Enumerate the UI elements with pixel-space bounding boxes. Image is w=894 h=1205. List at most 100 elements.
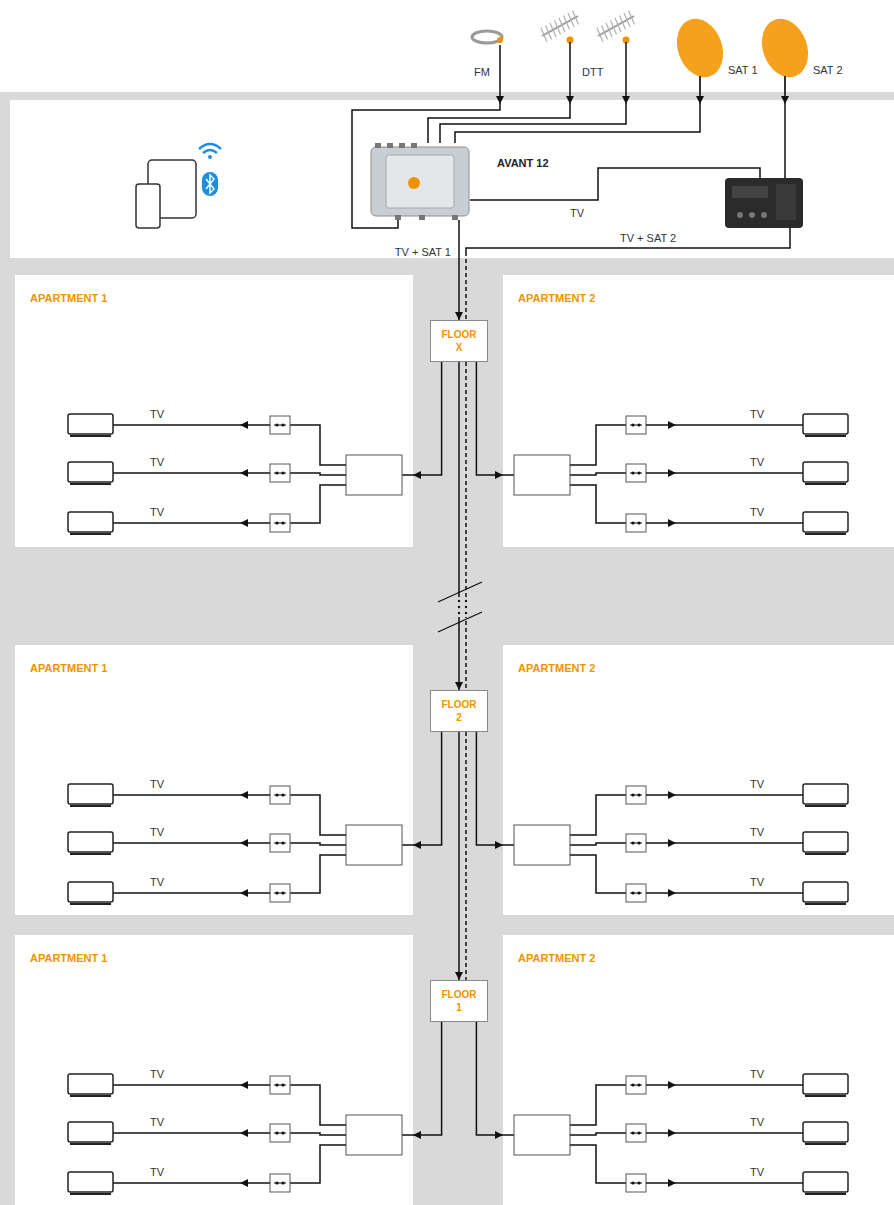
floor-label: FLOOR 2 <box>442 698 477 724</box>
apartment-wiring <box>70 1143 111 1145</box>
signal-label: TV <box>750 778 764 791</box>
multiswitch-device <box>749 212 755 218</box>
multiswitch-device <box>725 178 803 228</box>
apartment-wiring <box>805 1193 846 1195</box>
antenna-cable <box>466 228 790 252</box>
antenna-cable <box>352 42 790 252</box>
device-drawing <box>386 155 454 208</box>
apartment-wiring <box>668 839 676 847</box>
apartment-wiring <box>68 414 113 434</box>
break-mark <box>458 612 460 614</box>
apartment-wiring <box>240 1179 248 1187</box>
signal-label: TV <box>570 207 584 220</box>
dtt-antenna <box>629 11 635 25</box>
apartment-wiring <box>68 1074 413 1194</box>
apartment-wiring <box>70 483 111 485</box>
dtt-antenna <box>624 13 630 27</box>
apartment-wiring <box>570 473 626 475</box>
apartment-wiring <box>346 1115 402 1155</box>
dtt-antenna <box>559 18 565 32</box>
apartment-wiring <box>240 1081 248 1089</box>
apartment-wiring <box>281 471 284 474</box>
apartment-wiring <box>275 1181 278 1184</box>
apartment-wiring <box>803 1122 848 1142</box>
apartment-wiring <box>570 485 626 523</box>
sat-dish <box>784 76 786 95</box>
signal-label: TV <box>150 1116 164 1129</box>
apartment-wiring <box>68 832 113 852</box>
apartment-label: APARTMENT 1 <box>30 952 107 964</box>
apartment-wiring <box>281 521 284 524</box>
apartment-wiring <box>668 791 676 799</box>
apartment-wiring <box>281 1181 284 1184</box>
fm-antenna <box>472 31 502 43</box>
apartment-wiring <box>281 841 284 844</box>
apartment-region <box>15 645 413 915</box>
apartment-box: APARTMENT 2 <box>503 645 894 915</box>
riser-dashed <box>465 252 467 320</box>
apartment-wiring <box>637 1181 640 1184</box>
device-drawing <box>419 215 425 220</box>
headend-device: AVANT 12 <box>370 143 470 220</box>
apartment-wiring <box>668 1129 676 1137</box>
apartment-wiring <box>803 1172 848 1192</box>
apartment-wiring <box>626 514 646 532</box>
apartment-wiring <box>503 474 514 476</box>
dtt-antenna <box>541 11 635 44</box>
signal-label: TV <box>150 1166 164 1179</box>
dtt-antenna <box>568 13 574 27</box>
break-mark <box>465 600 467 602</box>
apartment-wiring <box>805 903 846 905</box>
apartment-box: APARTMENT 1 <box>15 275 413 547</box>
multiswitch-device <box>725 178 803 228</box>
apartment-wiring <box>570 843 626 845</box>
break-mark <box>465 606 467 608</box>
apartment-wiring <box>626 464 646 482</box>
apartment-wiring <box>290 1145 346 1183</box>
break-mark <box>450 597 476 617</box>
apartment-wiring <box>626 1174 646 1192</box>
device-drawing <box>387 143 393 148</box>
signal-cable <box>458 220 460 320</box>
apartment-wiring <box>803 462 848 482</box>
multiswitch-device <box>737 212 743 218</box>
signal-label: TV <box>750 876 764 889</box>
break-mark <box>438 612 482 632</box>
apartment-wiring <box>270 834 290 852</box>
signal-label: TV <box>150 1068 164 1081</box>
apartment-wiring <box>70 853 111 855</box>
apartment-wiring <box>637 423 640 426</box>
apartment-wiring <box>570 1085 626 1125</box>
apartment-wiring <box>240 1129 248 1137</box>
apartment-wiring <box>514 1115 570 1155</box>
tablet-icon <box>199 144 221 149</box>
apartment-region <box>503 645 894 915</box>
signal-label: TV <box>750 408 764 421</box>
apartment-wiring <box>637 1131 640 1134</box>
antenna-cable <box>428 42 570 143</box>
apartment-label: APARTMENT 1 <box>30 292 107 304</box>
fm-antenna <box>472 31 503 43</box>
apartment-wiring <box>290 795 346 835</box>
apartment-wiring <box>631 1181 634 1184</box>
apartment-wiring <box>270 464 290 482</box>
apartment-wiring <box>240 519 248 527</box>
signal-label: TV <box>750 1116 764 1129</box>
dtt-antenna <box>615 18 621 32</box>
dtt-antenna <box>542 16 578 36</box>
cable-arrow <box>496 96 789 104</box>
tablet-icon <box>202 172 218 196</box>
apartment-wiring <box>803 512 848 532</box>
dtt-antenna <box>611 21 617 35</box>
tablet-icon <box>136 144 221 228</box>
signal-label: TV <box>150 826 164 839</box>
apartment-wiring <box>637 1083 640 1086</box>
apartment-wiring <box>68 512 113 532</box>
dtt-antenna <box>546 26 552 40</box>
signal-label: TV <box>150 778 164 791</box>
apartment-wiring <box>290 473 346 475</box>
apartment-wiring <box>503 414 848 534</box>
signal-cable <box>413 732 442 845</box>
sat-dish <box>669 12 731 83</box>
apartment-wiring <box>668 1081 676 1089</box>
